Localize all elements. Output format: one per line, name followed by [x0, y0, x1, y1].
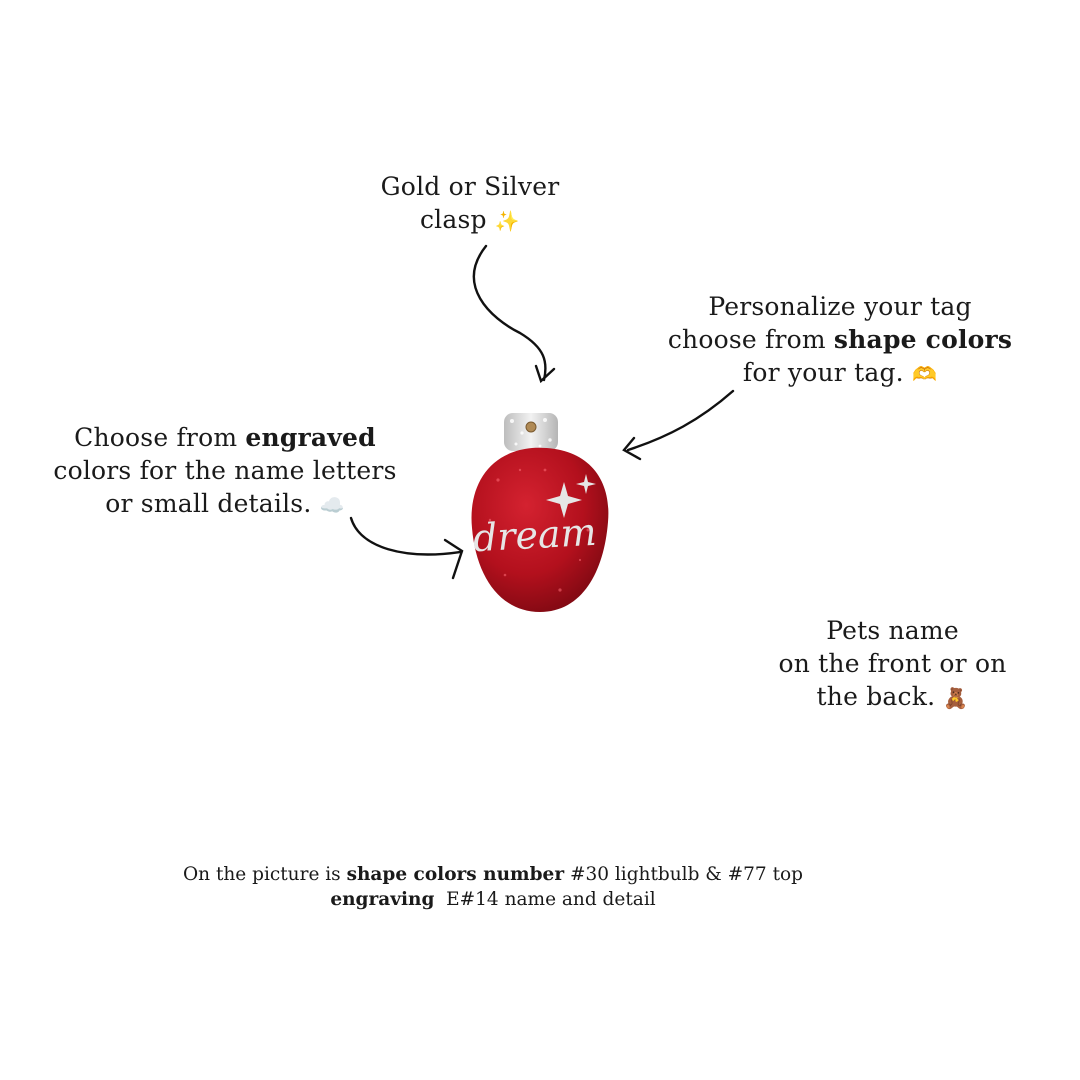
sparkles-icon: ✨	[494, 209, 520, 233]
caption-line-1-prefix: On the picture is	[182, 864, 347, 885]
shape-colors-emphasis: shape colors	[833, 325, 1013, 354]
shape-callout-prefix: choose from	[667, 325, 834, 354]
engraved-callout-line-1: Choose from engraved	[30, 421, 420, 454]
shape-callout-text: for your tag.	[742, 358, 904, 387]
caption-line-2: engraving E#14 name and detail	[150, 887, 836, 912]
caption-line-2-bold: engraving	[330, 889, 435, 910]
shape-callout-line-1: Personalize your tag	[708, 292, 972, 321]
clasp-callout-text: clasp	[419, 205, 487, 234]
pet-name-callout: Pets name on the front or on the back. 🧸	[760, 614, 1025, 715]
shape-colors-callout: Personalize your tag choose from shape c…	[640, 290, 1040, 391]
name-callout-line-2: on the front or on	[778, 649, 1007, 678]
caption-line-1-bold: shape colors number	[346, 864, 565, 885]
arrow-to-engraving	[349, 516, 464, 580]
tag-sparkle-large	[546, 482, 582, 518]
engraved-callout-text: or small details.	[105, 489, 312, 518]
caption-line-2-suffix: E#14 name and detail	[434, 889, 656, 910]
cloud-icon: ☁️	[319, 493, 345, 517]
name-callout-text: the back.	[816, 682, 936, 711]
clasp-callout-line-1: Gold or Silver	[380, 172, 560, 201]
arrow-to-clasp	[472, 244, 556, 384]
engraved-colors-callout: Choose from engraved colors for the name…	[30, 421, 420, 522]
engraved-callout-line-2: colors for the name letters	[53, 456, 397, 485]
teddy-bear-icon: 🧸	[943, 686, 969, 710]
clasp-callout-line-2: clasp ✨	[300, 203, 640, 238]
arrow-to-shape	[622, 389, 735, 461]
caption-line-1-suffix: #30 lightbulb & #77 top	[564, 864, 803, 885]
tag-sparkle-small	[576, 474, 596, 494]
clasp-callout: Gold or Silver clasp ✨	[300, 170, 640, 238]
name-callout-line-3: the back. 🧸	[760, 680, 1025, 715]
engraved-callout-line-3: or small details. ☁️	[30, 487, 420, 522]
lightbulb-tag: dream	[471, 413, 609, 612]
tag-ring-hole	[525, 421, 537, 433]
caption: On the picture is shape colors number #3…	[150, 862, 836, 912]
tag-bulb-body	[471, 447, 609, 612]
shape-callout-line-2: choose from shape colors	[640, 323, 1040, 356]
engraved-emphasis: engraved	[245, 423, 376, 452]
engraved-callout-prefix: Choose from	[74, 423, 246, 452]
tag-engraving-text: dream	[472, 510, 598, 560]
heart-hands-icon: 🫶	[911, 362, 938, 386]
name-callout-line-1: Pets name	[826, 616, 959, 645]
shape-callout-line-3: for your tag. 🫶	[640, 356, 1040, 391]
caption-line-1: On the picture is shape colors number #3…	[150, 862, 836, 887]
